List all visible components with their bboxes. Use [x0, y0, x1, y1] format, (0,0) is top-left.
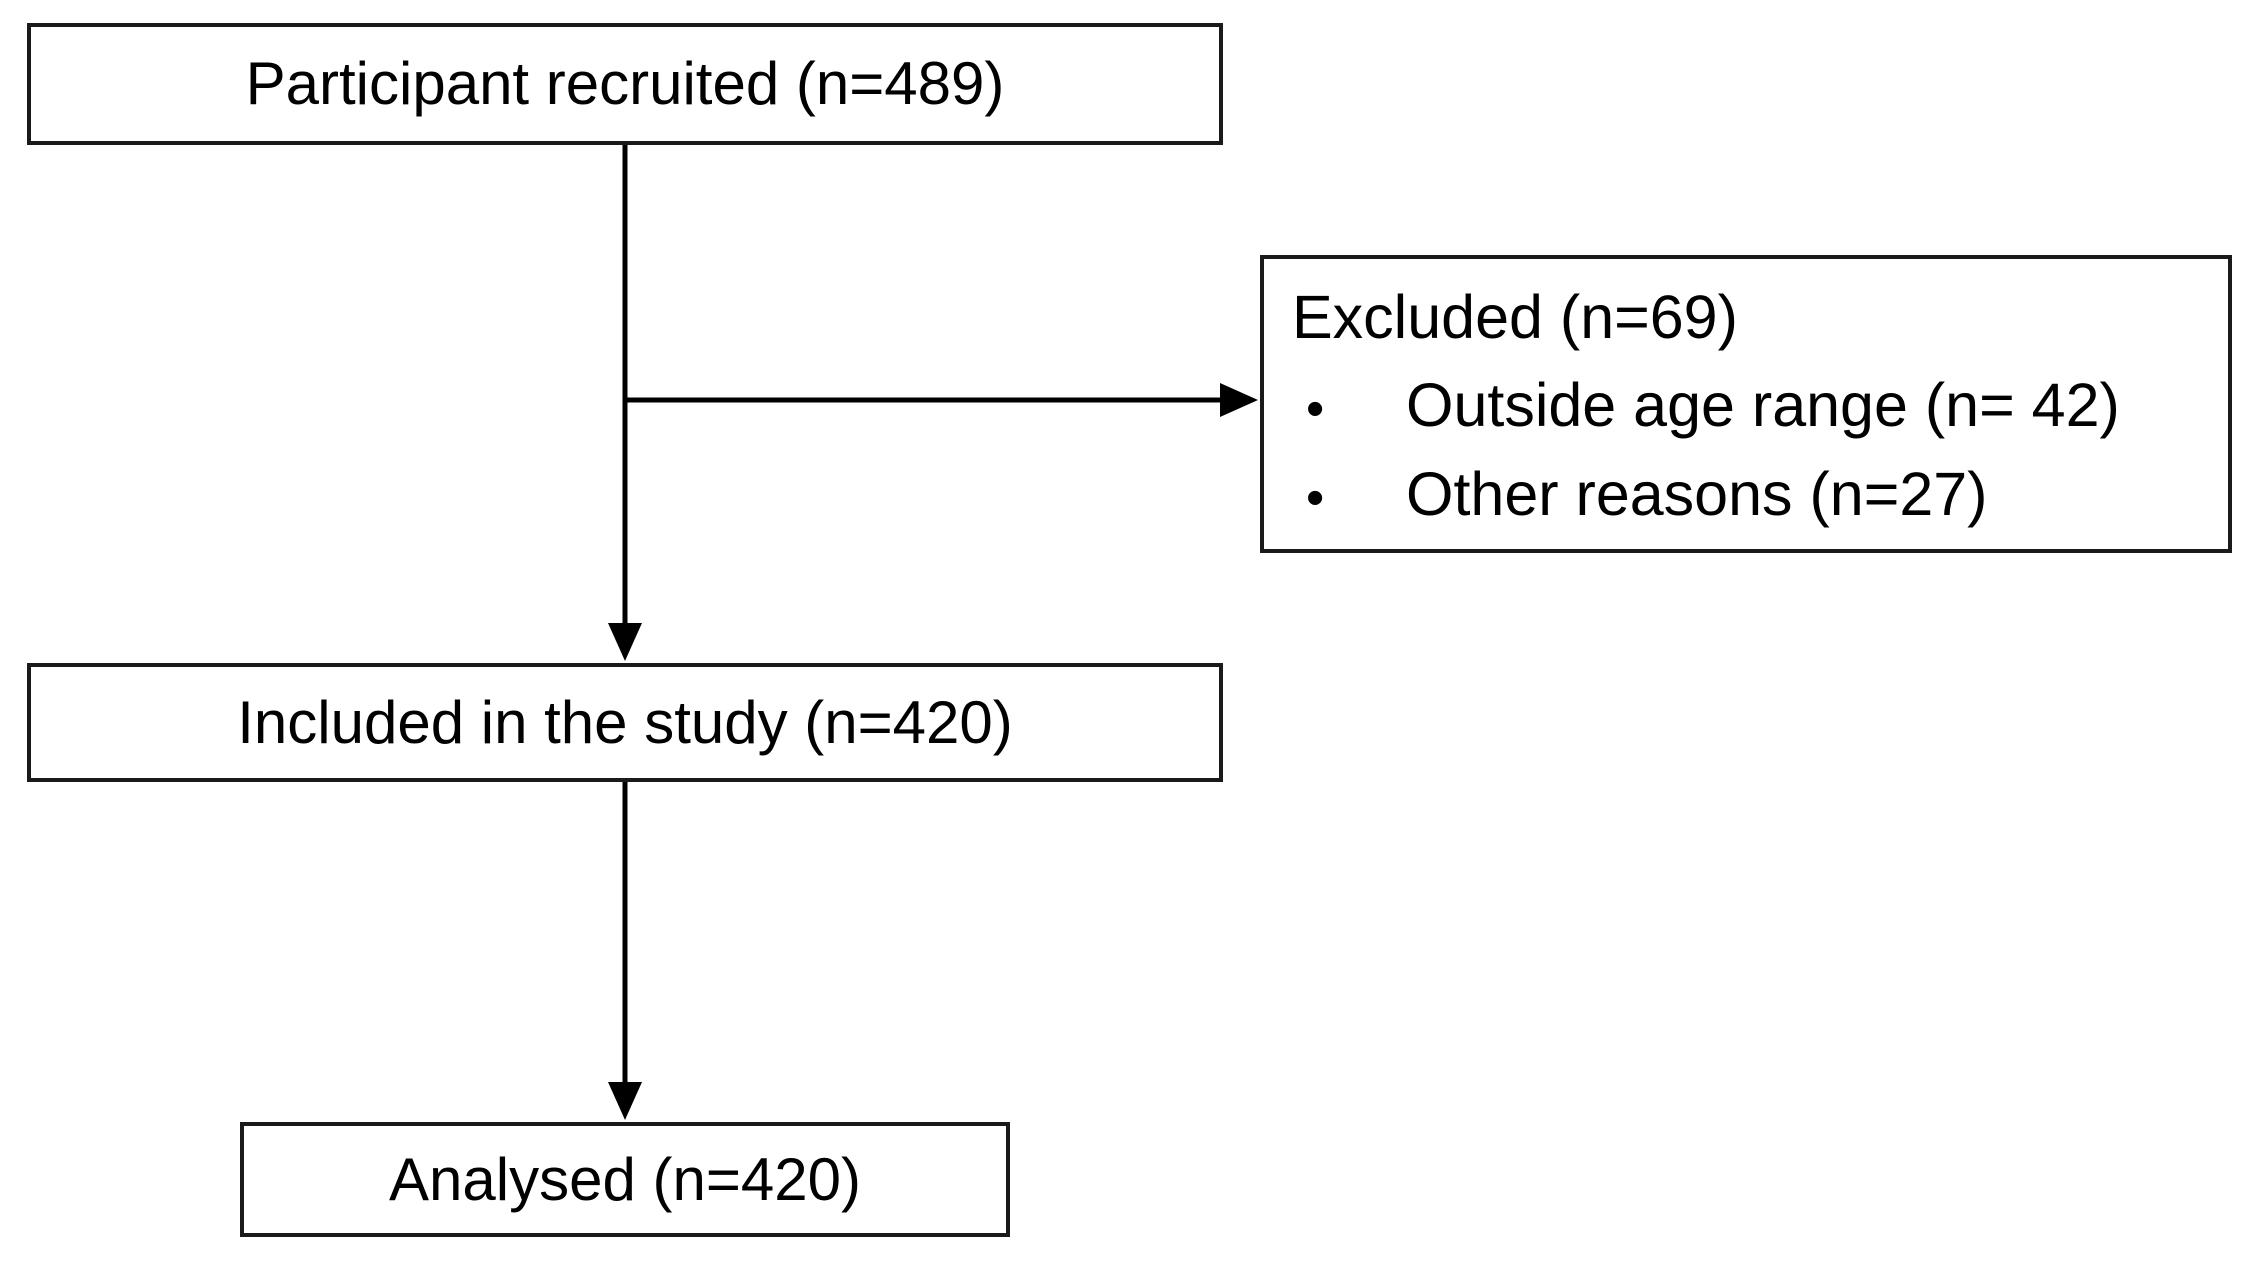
arrowhead-down-included-icon	[608, 623, 642, 661]
excluded-item-age-range-label: Outside age range (n= 42)	[1406, 371, 2120, 440]
node-excluded: Excluded (n=69) • Outside age range (n= …	[1260, 255, 2232, 553]
arrowhead-down-analysed-icon	[608, 1082, 642, 1120]
node-analysed-label: Analysed (n=420)	[389, 1145, 861, 1213]
excluded-item-other-reasons-label: Other reasons (n=27)	[1406, 459, 1988, 528]
node-included: Included in the study (n=420)	[27, 663, 1223, 782]
arrowhead-right-excluded-icon	[1220, 383, 1258, 417]
excluded-item-age-range: • Outside age range (n= 42)	[1292, 361, 2204, 449]
node-recruited-label: Participant recruited (n=489)	[245, 50, 1005, 117]
node-included-label: Included in the study (n=420)	[237, 688, 1013, 756]
node-recruited: Participant recruited (n=489)	[27, 23, 1223, 145]
bullet-icon: •	[1306, 380, 1325, 439]
excluded-item-other-reasons: • Other reasons (n=27)	[1292, 450, 2204, 538]
node-excluded-title: Excluded (n=69)	[1292, 283, 1738, 351]
node-analysed: Analysed (n=420)	[240, 1122, 1010, 1237]
bullet-icon: •	[1306, 468, 1325, 527]
